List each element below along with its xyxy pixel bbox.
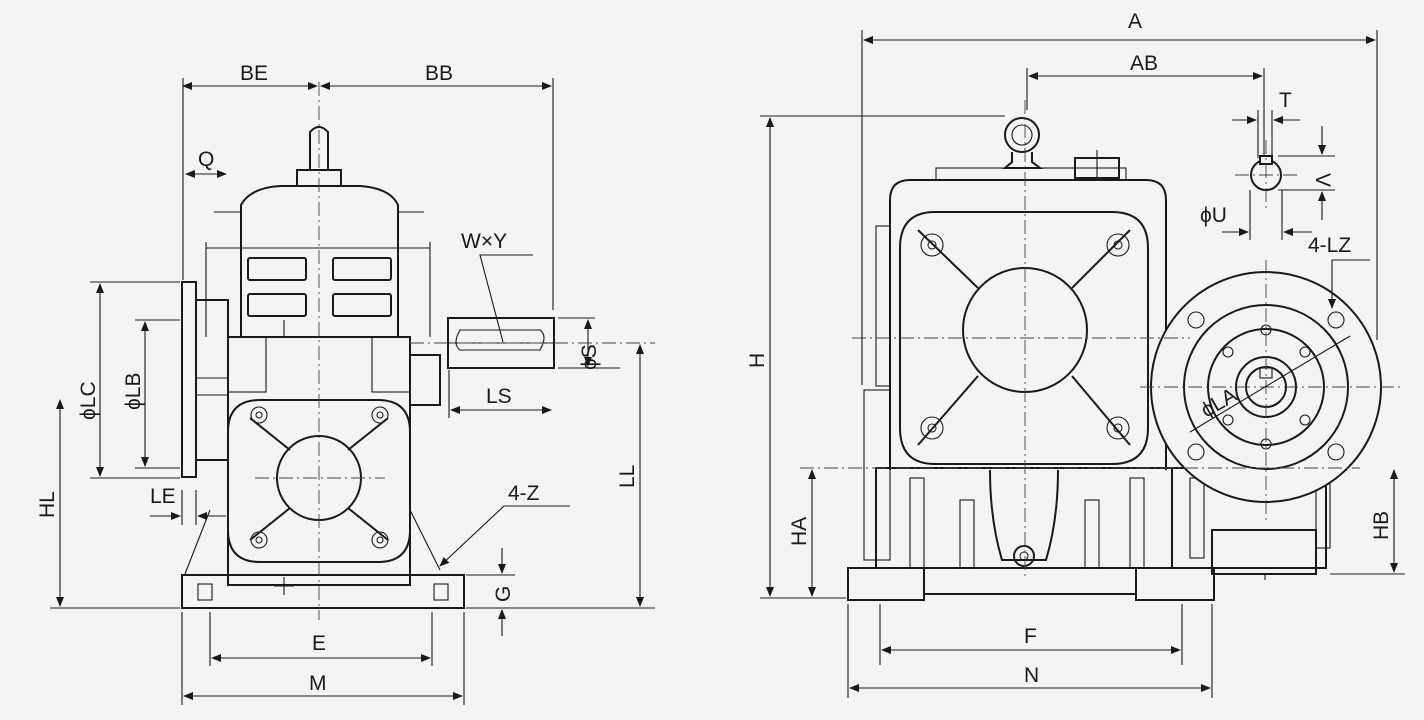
dim-label-phiLC: ϕLC	[77, 381, 100, 420]
front-view-dimensions: A AB T V ϕU 4-LZ ϕLA H HA	[746, 10, 1405, 698]
dim-label-BB: BB	[425, 62, 453, 85]
dim-label-4-LZ: 4-LZ	[1308, 234, 1351, 257]
dim-label-LE: LE	[150, 485, 176, 508]
dim-label-HL: HL	[36, 491, 59, 518]
dim-label-G: G	[492, 586, 515, 602]
dim-label-V: V	[1311, 173, 1334, 187]
dim-label-phiS: ϕS	[578, 344, 601, 370]
dim-label-H: H	[746, 353, 769, 368]
dim-label-phiLB: ϕLB	[122, 373, 145, 410]
dim-label-BE: BE	[240, 62, 268, 85]
dim-label-T: T	[1279, 89, 1292, 112]
dim-label-LS: LS	[486, 385, 512, 408]
dim-label-HA: HA	[788, 517, 811, 546]
front-view	[800, 100, 1400, 601]
side-view-dimensions: BE BB Q W×Y ϕLC ϕLB ϕS LS LE	[36, 62, 655, 705]
dim-label-4-Z: 4-Z	[508, 482, 540, 505]
dim-label-HB: HB	[1370, 511, 1393, 540]
dim-label-F: F	[1024, 625, 1037, 648]
side-view	[181, 82, 655, 620]
dim-label-Q: Q	[198, 148, 214, 171]
dim-label-N: N	[1024, 664, 1039, 687]
dim-label-LL: LL	[616, 465, 639, 488]
dim-label-E: E	[312, 632, 326, 655]
dim-label-phiU: ϕU	[1200, 204, 1227, 227]
dim-label-WxY: W×Y	[461, 230, 507, 253]
dim-label-A: A	[1128, 10, 1142, 33]
dim-label-AB: AB	[1130, 52, 1158, 75]
dim-label-M: M	[309, 672, 327, 695]
